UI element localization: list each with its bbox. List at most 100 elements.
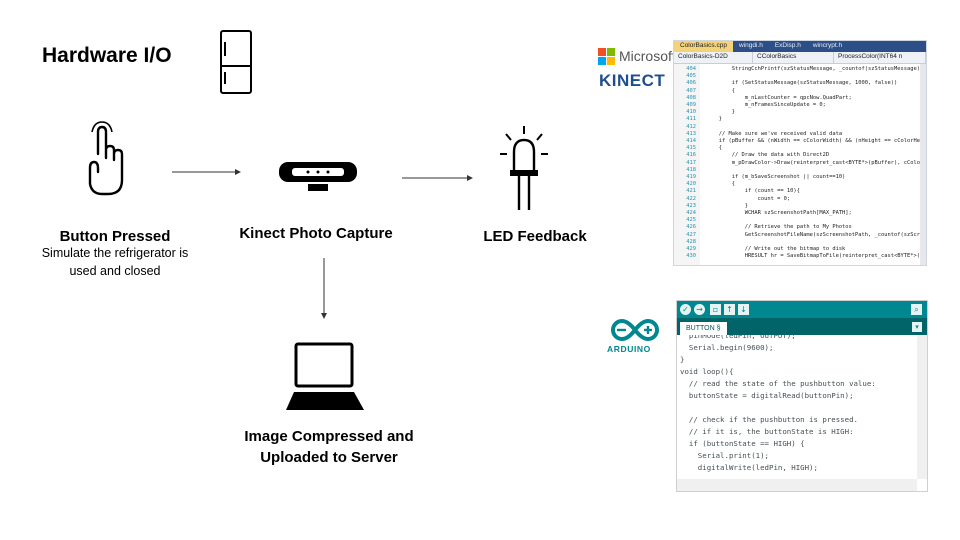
arduino-code-line: buttonState = digitalRead(buttonPin);: [680, 391, 854, 400]
line-number: 417: [686, 159, 696, 166]
arduino-code-line: // check if the pushbutton is pressed.: [680, 415, 858, 424]
code-line: 421 if (count == 10){: [674, 187, 920, 195]
code-line: 413 // Make sure we've received valid da…: [674, 130, 920, 138]
code-line: 422 count = 0;: [674, 195, 920, 203]
line-number: 419: [686, 174, 696, 180]
open-file-icon[interactable]: ↑: [724, 304, 735, 315]
code-line: 407 {: [674, 87, 920, 95]
editor-tab[interactable]: wincrypt.h: [812, 42, 843, 49]
editor-tab[interactable]: ColorBasics.cpp: [674, 41, 733, 52]
code-line: 424 WCHAR szScreenshotPath[MAX_PATH];: [674, 209, 920, 217]
kinect-code-screenshot: ColorBasics.cpp wingdi.h ExDisp.h wincry…: [673, 40, 927, 266]
button-pressed-subtitle-line2: used and closed: [69, 264, 161, 278]
arduino-vertical-scrollbar[interactable]: [917, 335, 927, 479]
code-line: 426 // Retrieve the path to My Photos: [674, 223, 920, 231]
line-number: 406: [686, 80, 696, 87]
arduino-code-line: digitalWrite(ledPin, HIGH);: [680, 463, 818, 472]
arduino-code-editor[interactable]: pinMode(ledPin, OUTPUT); Serial.begin(96…: [677, 335, 917, 479]
arduino-code-line: // read the state of the pushbutton valu…: [680, 379, 876, 388]
code-text: }: [705, 202, 748, 209]
code-line: 410 }: [674, 108, 920, 116]
sketch-tab[interactable]: BUTTON §: [680, 322, 727, 335]
code-text: if (m_bSaveScreenshot || count==10): [705, 174, 846, 180]
code-text: count = 0;: [705, 195, 791, 202]
editor-tab-bar: ColorBasics.cpp wingdi.h ExDisp.h wincry…: [674, 41, 926, 52]
code-line: 417 m_pDrawColor->Draw(reinterpret_cast<…: [674, 159, 920, 167]
code-editor[interactable]: 404 StringCchPrintf(szStatusMessage, _co…: [674, 64, 926, 265]
line-number: 423: [686, 202, 696, 209]
save-file-icon[interactable]: ↓: [738, 304, 749, 315]
upload-icon[interactable]: →: [694, 304, 705, 315]
code-line: 409 m_nFramesSinceUpdate = 0;: [674, 101, 920, 109]
project-dropdown[interactable]: ColorBasics-D2D: [674, 52, 753, 63]
code-text: if (SetStatusMessage(szStatusMessage, 10…: [705, 80, 898, 87]
laptop-icon: [286, 342, 364, 410]
kinect-capture-label: Kinect Photo Capture: [239, 225, 393, 242]
line-number: 418: [686, 166, 696, 173]
code-text: {: [705, 181, 735, 188]
code-line: 428: [674, 238, 920, 246]
code-text: {: [705, 145, 722, 152]
code-text: // Make sure we've received valid data: [705, 130, 843, 137]
code-line: 419 if (m_bSaveScreenshot || count==10): [674, 173, 920, 181]
arduino-code-line: if (buttonState == HIGH) {: [680, 439, 805, 448]
code-text: }: [705, 116, 722, 123]
code-text: // Retrieve the path to My Photos: [705, 224, 852, 231]
code-line: 429 // Write out the bitmap to disk: [674, 245, 920, 253]
vertical-scrollbar[interactable]: [920, 64, 926, 265]
new-file-icon[interactable]: ▫: [710, 304, 721, 315]
line-number: 427: [686, 231, 696, 238]
arduino-horizontal-scrollbar[interactable]: [677, 479, 917, 491]
line-number: 409: [686, 102, 696, 108]
arduino-ide-screenshot: ✓ → ▫ ↑ ↓ ⌕ BUTTON § ▾ pinMode(ledPin, O…: [676, 300, 928, 492]
line-number: 410: [686, 109, 696, 116]
line-number: 408: [686, 94, 696, 101]
code-line: 427 GetScreenshotFileName(szScreenshotPa…: [674, 231, 920, 239]
arduino-tab-bar: BUTTON § ▾: [677, 318, 927, 335]
arduino-code-line: pinMode(ledPin, OUTPUT);: [680, 335, 796, 340]
line-number: 416: [686, 152, 696, 159]
upload-label-line1: Image Compressed and: [244, 428, 414, 445]
line-number: 424: [686, 210, 696, 216]
line-number: 428: [686, 238, 696, 245]
microsoft-logo-icon: [598, 48, 615, 65]
arduino-code-line: Serial.begin(9600);: [680, 343, 774, 352]
line-number: 425: [686, 217, 696, 224]
arduino-logo-text: ARDUINO: [607, 344, 651, 354]
verify-icon[interactable]: ✓: [680, 304, 691, 315]
led-icon: [500, 126, 548, 210]
arduino-code-line: }: [680, 355, 685, 364]
line-number: 404: [686, 66, 696, 72]
class-dropdown[interactable]: CColorBasics: [753, 52, 834, 63]
line-number: 415: [686, 145, 696, 152]
tab-menu-icon[interactable]: ▾: [912, 322, 922, 332]
code-text: // Write out the bitmap to disk: [705, 246, 846, 252]
line-number: 429: [686, 246, 696, 252]
editor-tab[interactable]: wingdi.h: [738, 42, 763, 49]
line-number: 413: [686, 130, 696, 137]
method-dropdown[interactable]: ProcessColor(INT64 n: [834, 52, 926, 63]
editor-tab[interactable]: ExDisp.h: [774, 42, 801, 49]
code-line: 430 HRESULT hr = SaveBitmapToFile(reinte…: [674, 252, 920, 260]
refrigerator-icon: [220, 30, 252, 94]
kinect-logo-text: KINECT: [599, 71, 666, 90]
arduino-code-line: void loop(){: [680, 367, 734, 376]
line-number: 405: [686, 73, 696, 80]
code-line: 404 StringCchPrintf(szStatusMessage, _co…: [674, 65, 920, 73]
line-number-gutter: [674, 64, 700, 265]
code-text: {: [705, 87, 735, 94]
code-text: m_nLastCounter = qpcNow.QuadPart;: [705, 94, 852, 101]
code-text: if (count == 10){: [705, 188, 800, 195]
line-number: 422: [686, 195, 696, 202]
line-number: 421: [686, 188, 696, 195]
line-number: 411: [686, 116, 696, 123]
code-text: m_nFramesSinceUpdate = 0;: [705, 102, 826, 108]
kinect-sensor-icon: [279, 162, 357, 191]
line-number: 414: [686, 138, 696, 144]
code-text: }: [705, 109, 735, 116]
code-line: 415 {: [674, 144, 920, 152]
serial-monitor-icon[interactable]: ⌕: [911, 304, 922, 315]
code-line: 416 // Draw the data with Direct2D: [674, 151, 920, 159]
line-number: 426: [686, 224, 696, 231]
